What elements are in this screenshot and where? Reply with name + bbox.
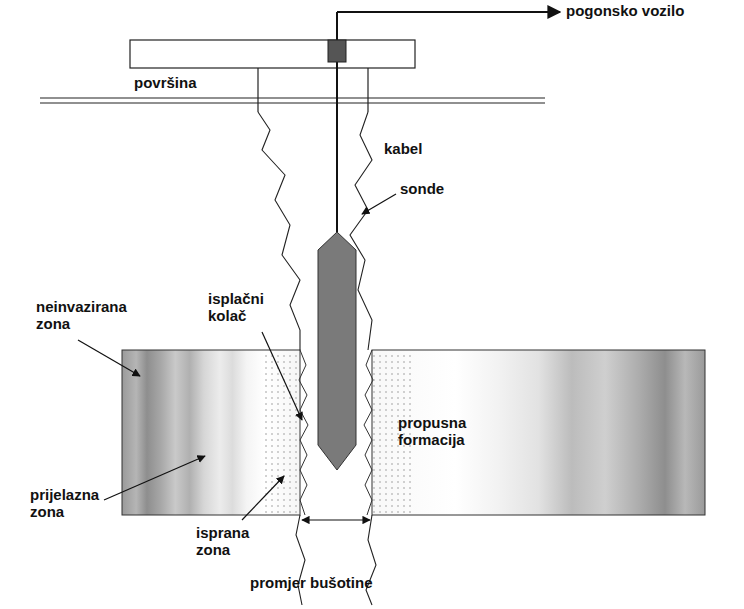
drive-vehicle-label: pogonsko vozilo	[566, 2, 684, 19]
mudcake-label: isplačni kolač	[208, 290, 278, 324]
borehole-diameter-label: promjer bušotine	[250, 574, 373, 591]
uninvaded-zone-label: neinvazirana zona	[36, 298, 131, 332]
flushed-zone-label: isprana zona	[196, 524, 256, 558]
transition-zone-label: prijelazna zona	[30, 486, 115, 520]
surface-label: površina	[134, 74, 197, 91]
permeable-formation-label: propusna formacija	[398, 414, 493, 448]
sonde-label: sonde	[400, 180, 444, 197]
cable-label: kabel	[384, 140, 422, 157]
